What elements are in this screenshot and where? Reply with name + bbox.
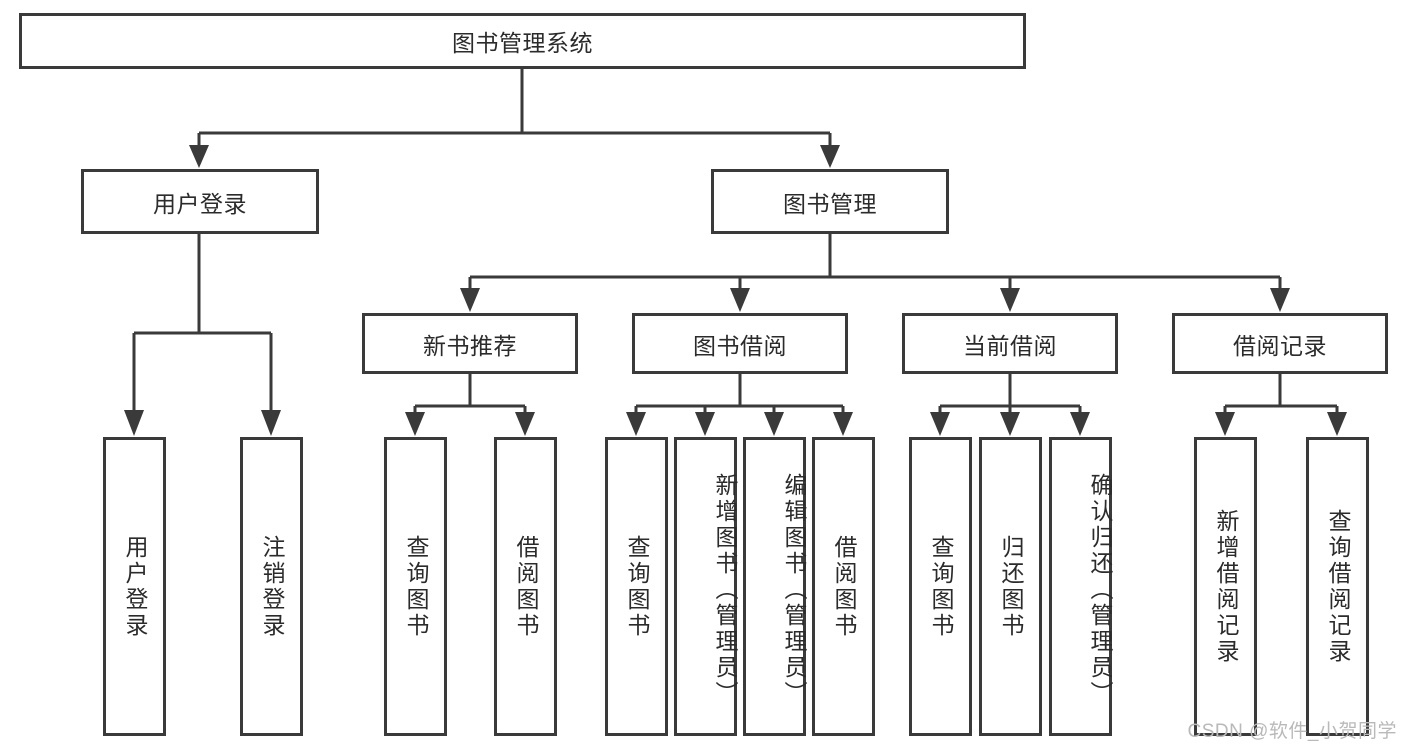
node-box-new-book-recommend[interactable] [362, 313, 578, 374]
leaf-box-user-login[interactable] [103, 437, 166, 736]
node-box-borrow-record[interactable] [1172, 313, 1388, 374]
arrow-head-cb-leaf-2 [1000, 412, 1020, 436]
leaf-box-nb-borrow-book[interactable] [494, 437, 557, 736]
watermark-text: CSDN @软件_小贺同学 [1187, 721, 1397, 742]
arrow-head-leaf-logout [261, 410, 281, 436]
arrow-head-new-book [460, 288, 480, 312]
arrow-head-user-login [189, 145, 209, 168]
leaf-box-br-add-record[interactable] [1194, 437, 1257, 736]
node-box-book-management[interactable] [711, 169, 949, 234]
arrow-head-bb-leaf-1 [626, 412, 646, 436]
arrow-head-bb-leaf-2 [695, 412, 715, 436]
arrow-head-bb-leaf-4 [833, 412, 853, 436]
node-box-user-login[interactable] [81, 169, 319, 234]
arrow-head-nb-leaf-2 [515, 412, 535, 436]
leaf-box-bb-query-book[interactable] [605, 437, 668, 736]
arrow-head-current-borrow [1000, 288, 1020, 312]
leaf-box-nb-query-book[interactable] [384, 437, 447, 736]
leaf-box-cb-confirm-return[interactable] [1049, 437, 1112, 736]
arrow-head-leaf-user-login [124, 410, 144, 436]
leaf-box-bb-edit-book[interactable] [743, 437, 806, 736]
arrow-head-borrow-record [1270, 288, 1290, 312]
leaf-box-cb-query-book[interactable] [909, 437, 972, 736]
arrow-head-book-mgmt [820, 145, 840, 168]
node-box-root[interactable] [19, 13, 1026, 69]
leaf-box-br-query-record[interactable] [1306, 437, 1369, 736]
node-box-current-borrow[interactable] [902, 313, 1118, 374]
arrow-head-cb-leaf-3 [1070, 412, 1090, 436]
arrow-head-book-borrow [730, 288, 750, 312]
leaf-box-cb-return-book[interactable] [979, 437, 1042, 736]
leaf-box-logout[interactable] [240, 437, 303, 736]
arrow-head-cb-leaf-1 [930, 412, 950, 436]
arrow-head-br-leaf-1 [1215, 412, 1235, 436]
leaf-box-bb-borrow-book[interactable] [812, 437, 875, 736]
arrow-head-br-leaf-2 [1327, 412, 1347, 436]
arrow-head-nb-leaf-1 [405, 412, 425, 436]
arrow-head-bb-leaf-3 [764, 412, 784, 436]
node-box-book-borrow[interactable] [632, 313, 848, 374]
leaf-box-bb-add-book[interactable] [674, 437, 737, 736]
